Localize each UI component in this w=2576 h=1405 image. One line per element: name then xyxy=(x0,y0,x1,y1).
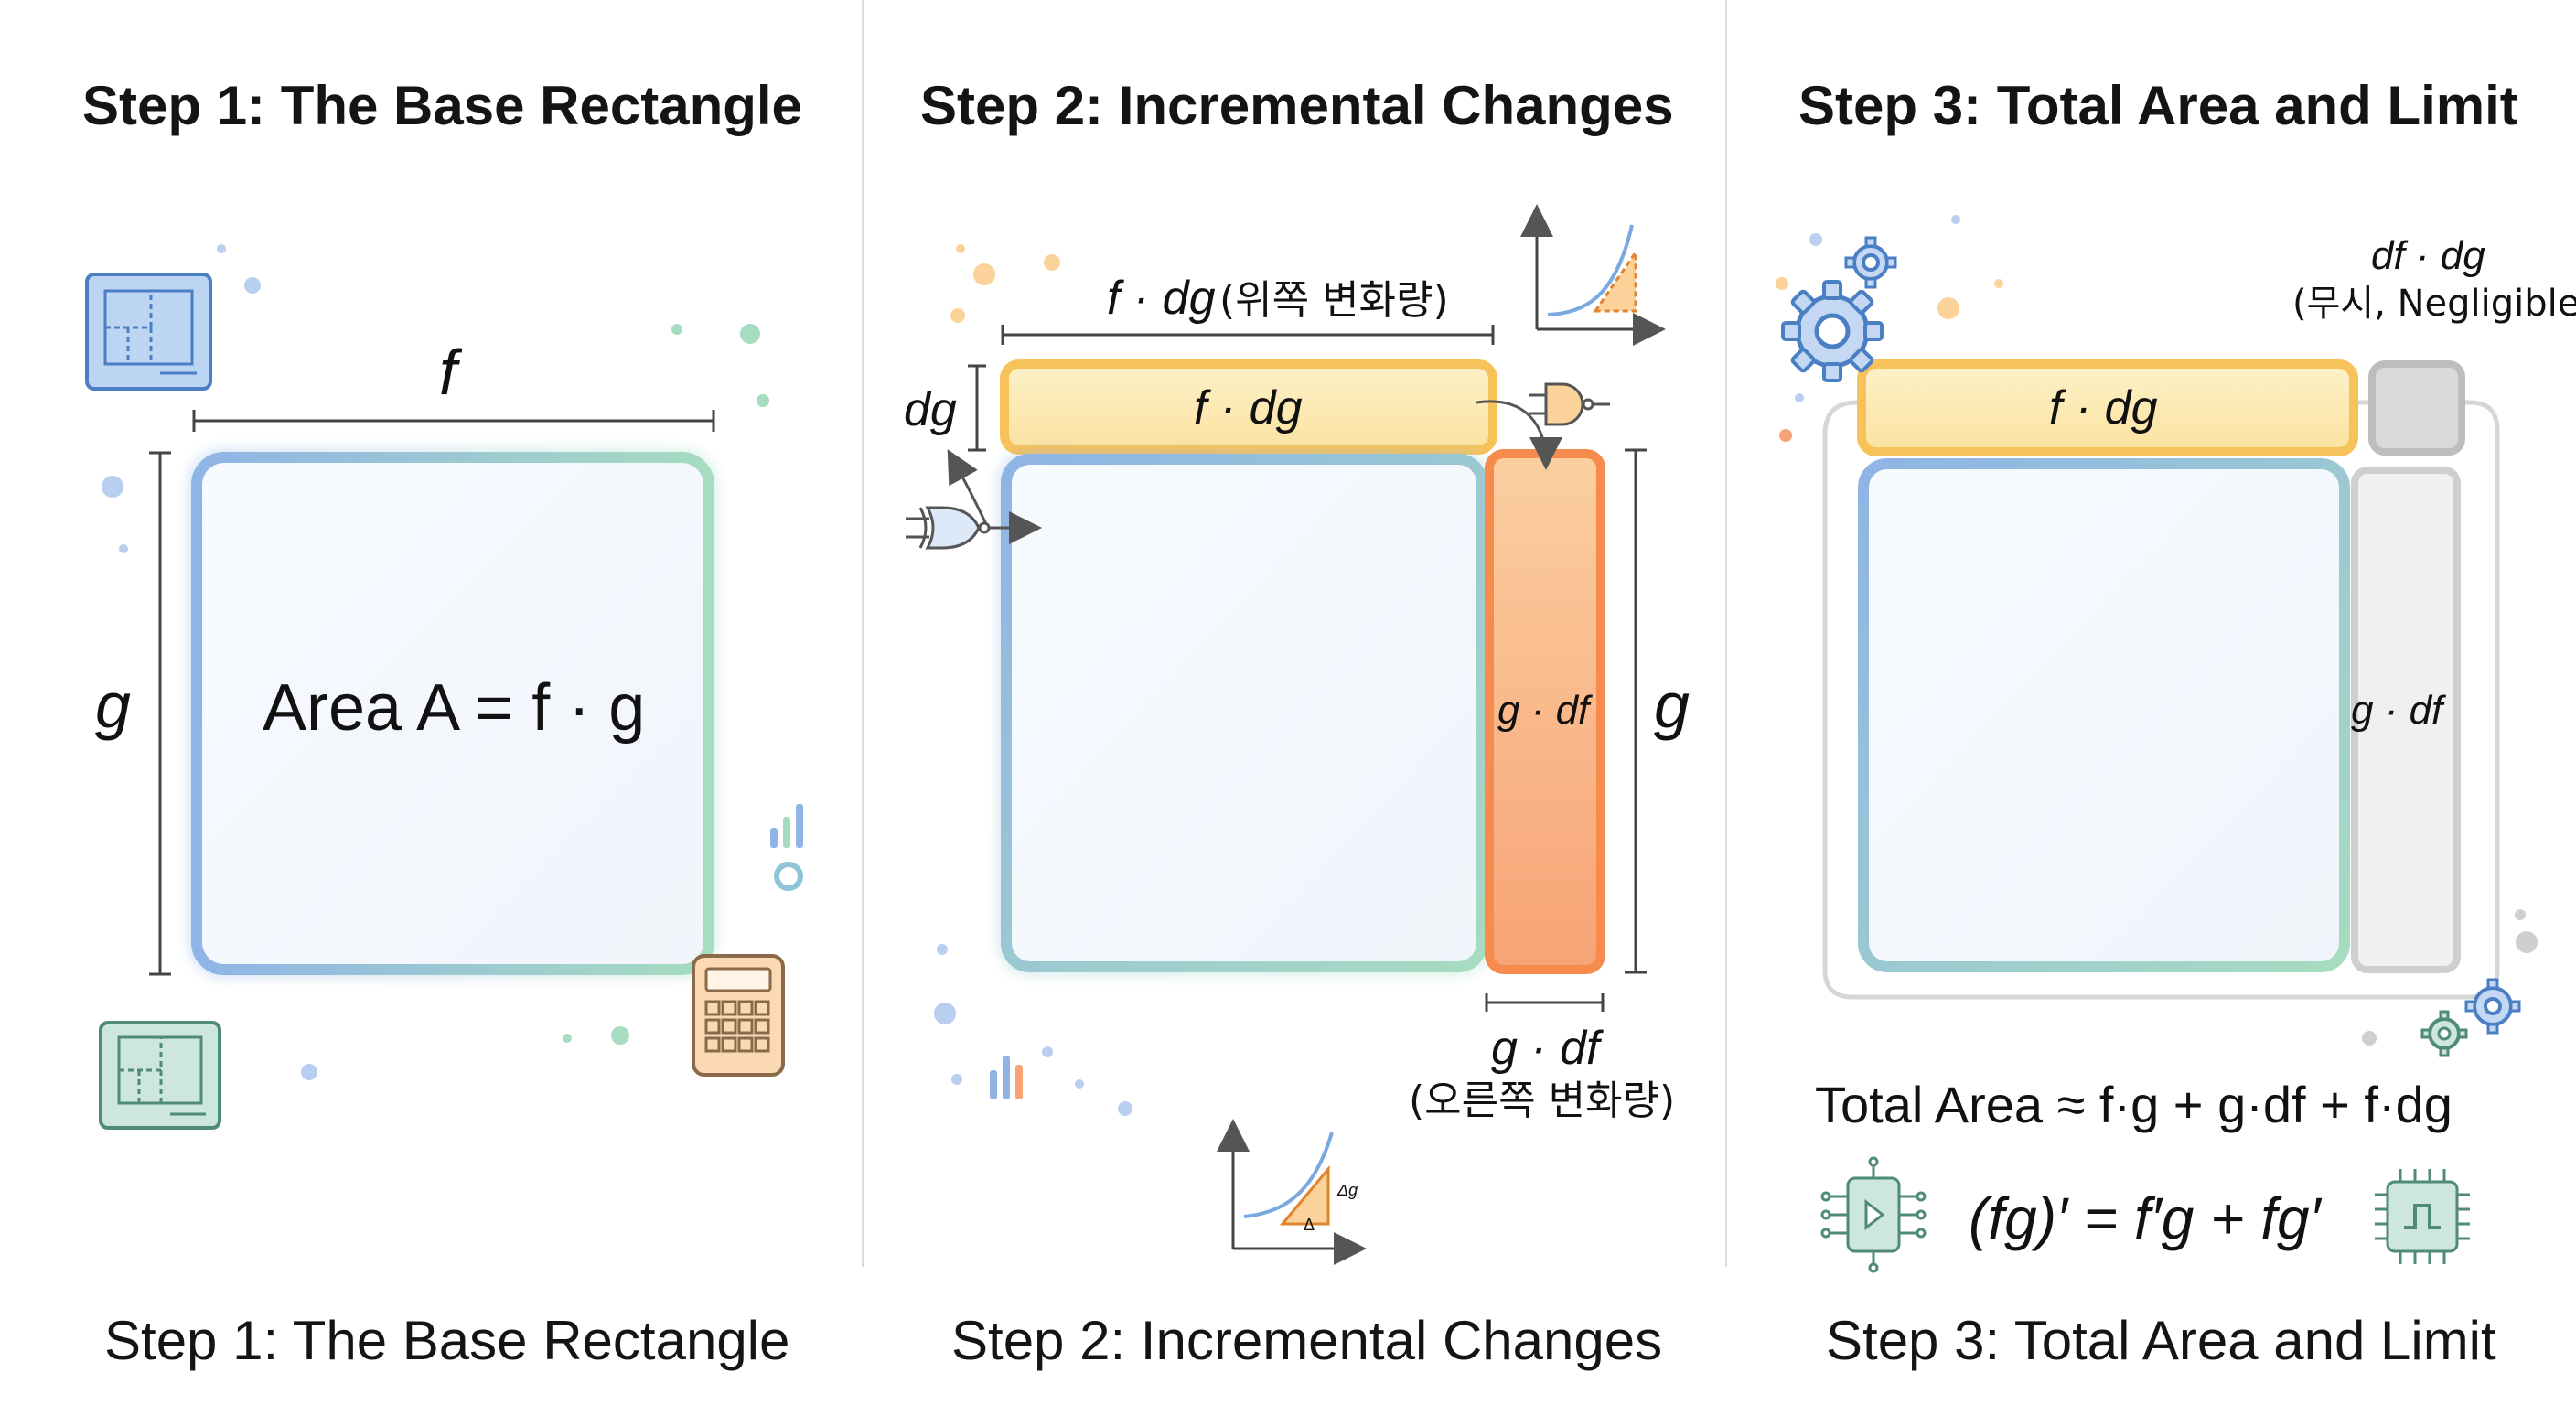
panel1-g-label: g xyxy=(95,670,131,741)
corner-note: (무시, Negligible) xyxy=(2292,283,2576,325)
step2-base-rectangle xyxy=(1001,454,1487,972)
panel-divider xyxy=(1725,0,1727,1267)
gear-icon xyxy=(2420,1010,2468,1057)
right-g-dimension-line xyxy=(1625,448,1647,974)
right-dim-label: g · df xyxy=(1491,1022,1600,1075)
corner-square-dfdg xyxy=(2368,360,2465,456)
panel2-caption: Step 2: Incremental Changes xyxy=(951,1310,1663,1371)
panel2-g-label: g xyxy=(1654,670,1690,741)
gear-icon xyxy=(2464,978,2521,1035)
area-label: Area A = f · g xyxy=(263,671,646,745)
decorative-dots xyxy=(102,244,572,1080)
panel3-title: Step 3: Total Area and Limit xyxy=(1798,75,2518,136)
panel2-title: Step 2: Incremental Changes xyxy=(920,75,1674,136)
top-dimension-line xyxy=(1001,325,1495,345)
transfer-arrow xyxy=(1476,400,1562,470)
bar-chart-icon xyxy=(990,1056,1023,1099)
step3-top-strip-fdg xyxy=(1857,359,2358,456)
blueprint-icon xyxy=(85,273,212,391)
blueprint-icon xyxy=(99,1021,221,1130)
top-dim-note: (위쪽 변화량) xyxy=(1218,277,1449,324)
gear-icon xyxy=(1844,236,1897,289)
total-area-formula: Total Area ≈ f·g + g·df + f·dg xyxy=(1815,1076,2453,1133)
step3-right-strip-label: g · df xyxy=(2351,688,2443,733)
inset-delta: Δ xyxy=(1304,1216,1315,1234)
step3-base-rectangle xyxy=(1858,458,2350,972)
step3-right-strip-gdf xyxy=(2351,467,2461,973)
microchip-icon xyxy=(2375,1169,2470,1264)
logic-gate-icon xyxy=(1530,382,1610,426)
top-strip-label: f · dg xyxy=(1194,381,1303,434)
curve-graph-icon xyxy=(1520,204,1666,346)
g-dimension-line xyxy=(149,451,171,976)
top-dim-math: f · dg xyxy=(1107,272,1216,325)
right-dim-note: (오른쪽 변화량) xyxy=(1409,1078,1676,1124)
panel3-caption: Step 3: Total Area and Limit xyxy=(1826,1310,2496,1371)
right-strip-label: g · df xyxy=(1497,688,1590,733)
logic-gate-icon xyxy=(906,449,1042,550)
bar-chart-icon xyxy=(770,804,803,848)
base-rectangle xyxy=(191,452,714,975)
product-rule: (fg)′ = f′g + fg′ xyxy=(1969,1185,2321,1251)
bottom-dimension-line xyxy=(1485,993,1605,1012)
corner-label: df · dg xyxy=(2371,233,2485,278)
total-area-frame xyxy=(1822,400,2500,1000)
ring-icon xyxy=(774,862,803,891)
dg-label: dg xyxy=(904,383,957,436)
panel1-caption: Step 1: The Base Rectangle xyxy=(104,1310,790,1371)
calculator-icon xyxy=(692,954,785,1077)
panel1-title: Step 1: The Base Rectangle xyxy=(82,75,802,136)
f-dimension-line xyxy=(192,410,715,432)
top-dimension-label: f · dg (위쪽 변화량) xyxy=(1107,274,1449,322)
panel1-f-label: f xyxy=(439,337,457,408)
panel-divider xyxy=(862,0,864,1267)
amplifier-chip-icon xyxy=(1820,1156,1927,1273)
curve-graph-icon xyxy=(1217,1119,1367,1265)
inset-delta-g: Δg xyxy=(1337,1181,1358,1199)
step3-top-strip-label: f · dg xyxy=(2049,381,2158,434)
gear-icon xyxy=(1781,280,1884,382)
dg-dimension-line xyxy=(968,364,986,452)
